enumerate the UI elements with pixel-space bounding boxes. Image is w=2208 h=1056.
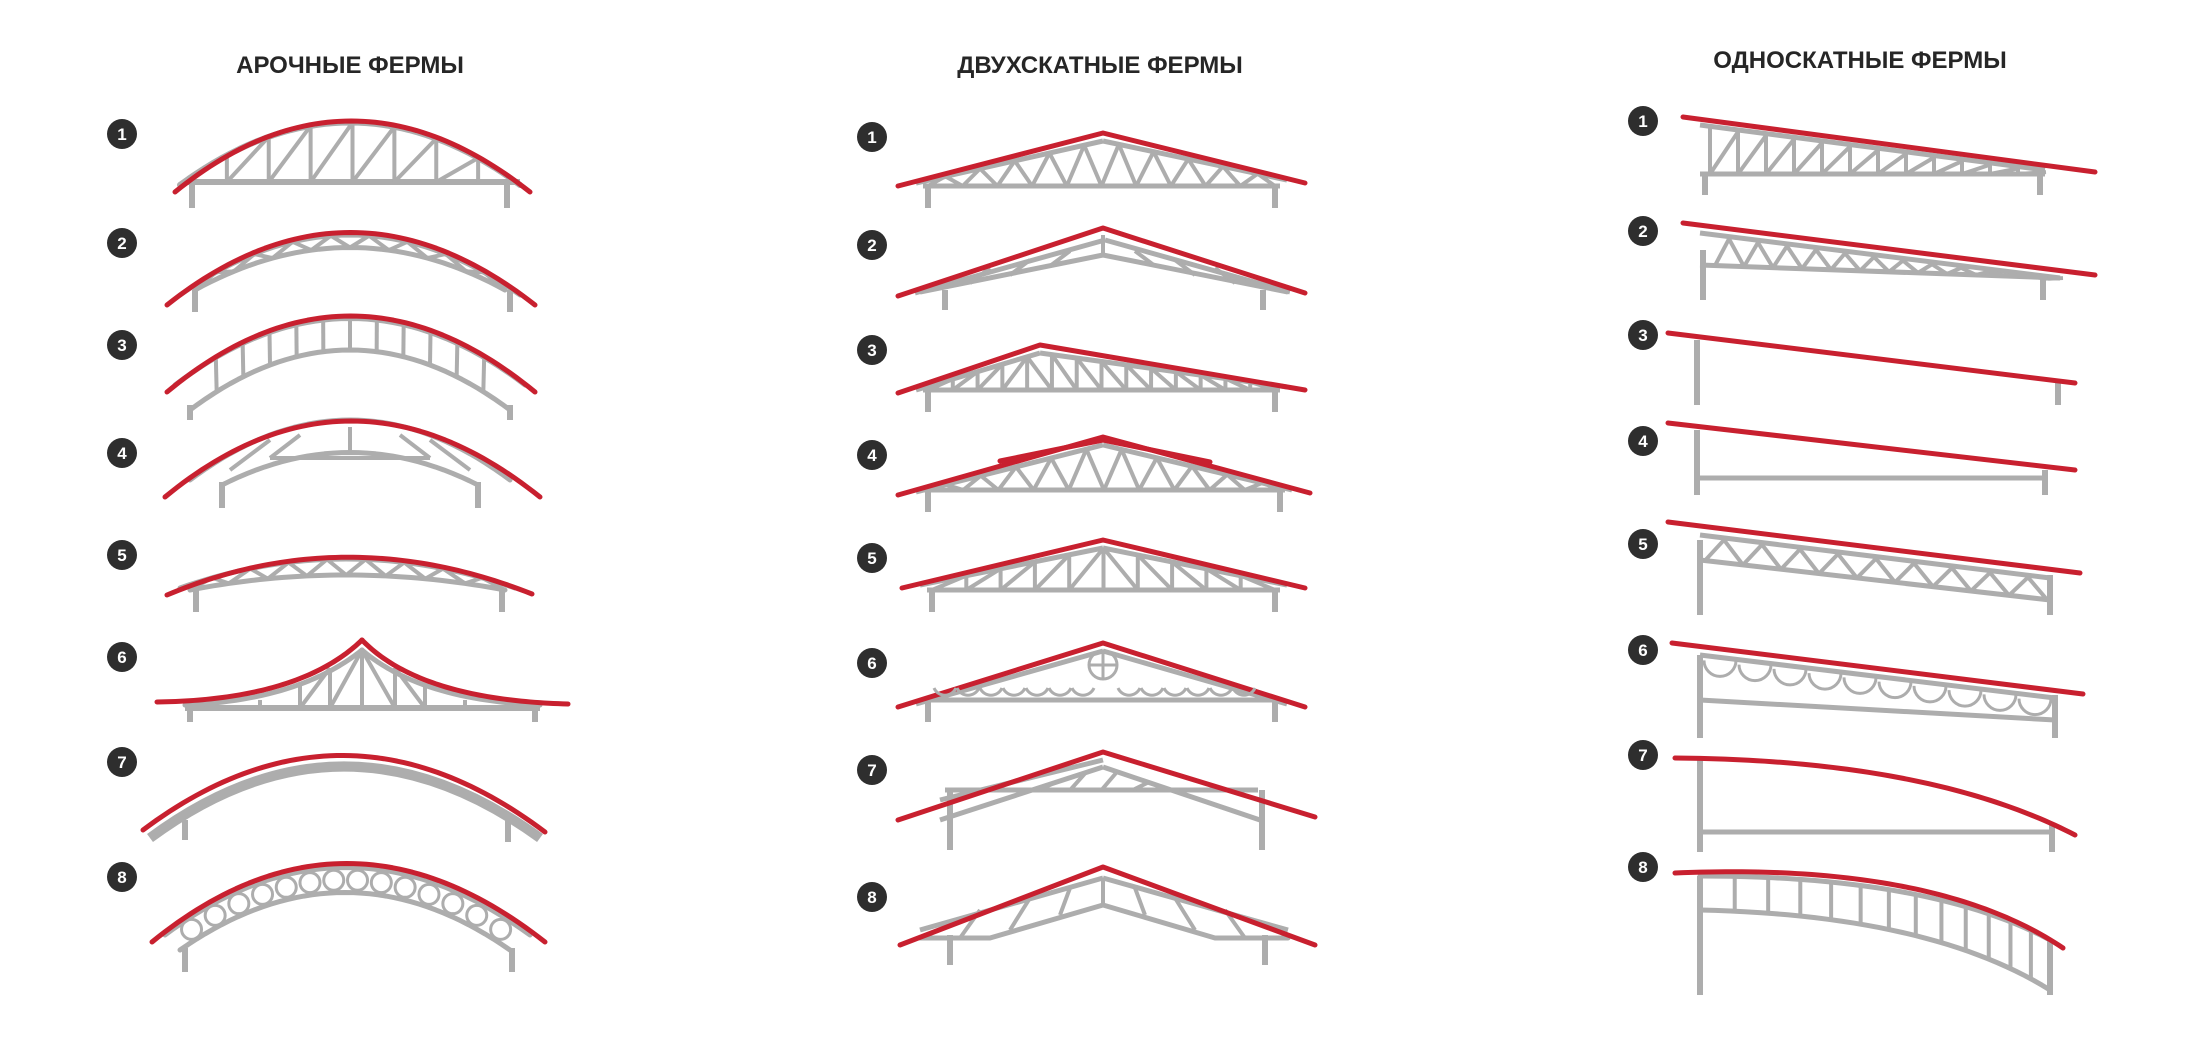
single-pitch-truss-2: [1680, 220, 2098, 300]
svg-text:1: 1: [117, 125, 126, 144]
single-pitch-number-badge-6: 6: [1628, 635, 1658, 665]
svg-text:7: 7: [117, 753, 126, 772]
arched-truss-6: [154, 637, 571, 722]
svg-text:3: 3: [117, 336, 126, 355]
arched-trusses-title: АРОЧНЫЕ ФЕРМЫ: [236, 52, 464, 79]
svg-text:5: 5: [117, 546, 126, 565]
gable-number-badge-7: 7: [857, 755, 887, 785]
svg-text:8: 8: [1638, 858, 1647, 877]
arched-number-badge-8: 8: [107, 862, 137, 892]
svg-text:6: 6: [867, 654, 876, 673]
svg-text:6: 6: [117, 648, 126, 667]
single-pitch-number-badge-8: 8: [1628, 852, 1658, 882]
single-pitch-number-badge-2: 2: [1628, 216, 1658, 246]
arched-truss-5: [164, 554, 535, 612]
gable-number-badge-1: 1: [857, 122, 887, 152]
single-pitch-truss-1: [1680, 114, 2098, 195]
single-pitch-number-badge-7: 7: [1628, 740, 1658, 770]
svg-text:8: 8: [867, 888, 876, 907]
svg-text:8: 8: [117, 868, 126, 887]
svg-text:2: 2: [117, 234, 126, 253]
gable-truss-7: [895, 749, 1318, 850]
arched-number-badge-6: 6: [107, 642, 137, 672]
svg-text:3: 3: [1638, 326, 1647, 345]
single-pitch-number-badge-3: 3: [1628, 320, 1658, 350]
arched-truss-3: [164, 313, 538, 420]
gable-number-badge-6: 6: [857, 648, 887, 678]
single-pitch-number-badge-4: 4: [1628, 426, 1658, 456]
svg-text:5: 5: [1638, 535, 1647, 554]
gable-truss-4: [895, 434, 1313, 512]
single-pitch-truss-8: [1672, 869, 2066, 995]
gable-truss-3: [895, 342, 1308, 412]
single-pitch-truss-5: [1665, 519, 2083, 615]
gable-number-badge-8: 8: [857, 882, 887, 912]
svg-text:4: 4: [1638, 432, 1648, 451]
single-pitch-number-badge-5: 5: [1628, 529, 1658, 559]
gable-truss-8: [897, 864, 1318, 965]
single-pitch-truss-4: [1665, 420, 2078, 495]
arched-number-badge-1: 1: [107, 119, 137, 149]
svg-text:7: 7: [867, 761, 876, 780]
svg-text:2: 2: [1638, 222, 1647, 241]
gable-trusses-title: ДВУХСКАТНЫЕ ФЕРМЫ: [957, 52, 1243, 79]
arched-truss-4: [162, 417, 543, 508]
arched-number-badge-5: 5: [107, 540, 137, 570]
single-pitch-trusses-title: ОДНОСКАТНЫЕ ФЕРМЫ: [1713, 47, 2007, 74]
gable-truss-6: [895, 640, 1308, 722]
svg-text:4: 4: [867, 446, 877, 465]
gable-number-badge-5: 5: [857, 543, 887, 573]
svg-text:6: 6: [1638, 641, 1647, 660]
gable-truss-5: [899, 537, 1308, 612]
arched-truss-7: [140, 753, 548, 843]
single-pitch-number-badge-1: 1: [1628, 106, 1658, 136]
svg-text:4: 4: [117, 444, 127, 463]
svg-text:3: 3: [867, 341, 876, 360]
arched-number-badge-4: 4: [107, 438, 137, 468]
arched-truss-1: [172, 118, 533, 208]
gable-number-badge-3: 3: [857, 335, 887, 365]
arched-truss-2: [164, 230, 538, 312]
arched-number-badge-7: 7: [107, 747, 137, 777]
svg-text:5: 5: [867, 549, 876, 568]
gable-truss-1: [895, 130, 1308, 208]
gable-number-badge-2: 2: [857, 230, 887, 260]
arched-number-badge-3: 3: [107, 330, 137, 360]
svg-text:1: 1: [867, 128, 876, 147]
svg-text:7: 7: [1638, 746, 1647, 765]
arched-truss-8: [149, 861, 548, 972]
gable-number-badge-4: 4: [857, 440, 887, 470]
single-pitch-truss-3: [1665, 330, 2078, 405]
single-pitch-truss-6: [1669, 640, 2086, 738]
svg-text:2: 2: [867, 236, 876, 255]
arched-number-badge-2: 2: [107, 228, 137, 258]
single-pitch-truss-7: [1672, 755, 2078, 852]
gable-truss-2: [895, 225, 1308, 310]
svg-text:1: 1: [1638, 112, 1647, 131]
